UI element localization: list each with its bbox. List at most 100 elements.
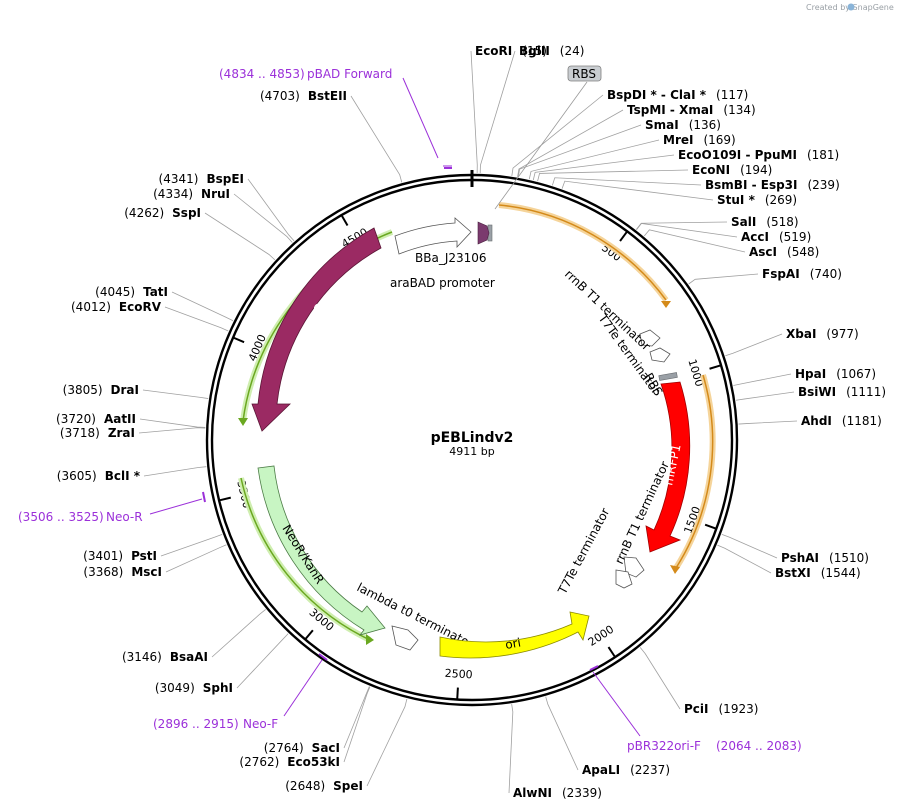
site-name: SphI (203, 681, 233, 695)
tick-4500 (341, 215, 349, 227)
site-pshai[interactable]: PshAI(1510) (721, 533, 869, 565)
site-tspmi-xmai[interactable]: TspMI - XmaI(134) (517, 103, 756, 177)
site-spei[interactable]: SpeI(2648) (285, 698, 408, 793)
primer-neo-f-name: Neo-F (243, 717, 278, 731)
site-apali[interactable]: ApaLI(2237) (545, 696, 670, 777)
orf-arc-arac-head (238, 418, 248, 426)
site-leader (643, 229, 746, 253)
arabad-promoter-arrow (394, 217, 472, 255)
site-leader (561, 180, 714, 201)
site-leader (142, 389, 209, 399)
site-bcli[interactable]: BclI *(3605) (57, 466, 207, 483)
site-econi[interactable]: EcoNI(194) (537, 163, 773, 182)
site-fspai[interactable]: FspAI(740) (688, 267, 842, 285)
site-name: SalI (731, 215, 756, 229)
site-bsmbi-esp3i[interactable]: BsmBI - Esp3I(239) (551, 177, 840, 192)
primer-neo-r[interactable]: (3506 .. 3525) Neo-R (18, 491, 206, 524)
site-zrai[interactable]: ZraI(3718) (60, 426, 206, 440)
site-position: (1923) (719, 702, 759, 716)
site-asci[interactable]: AscI(548) (643, 229, 819, 259)
site-leader (236, 633, 289, 689)
site-pcii[interactable]: PciI (1923) (639, 647, 759, 716)
feature-rbs-top[interactable]: RBS (487, 65, 602, 242)
site-tati[interactable]: TatI (4045) (95, 285, 234, 322)
site-position: (2648) (285, 779, 325, 793)
site-bsteii[interactable]: BstEII(4703) (260, 89, 403, 183)
site-leader (735, 391, 795, 401)
site-sphi[interactable]: SphI(3049) (155, 633, 289, 695)
site-bstxi[interactable]: BstXI(1544) (717, 544, 861, 580)
site-position: (4703) (260, 89, 300, 103)
primer-neo-f-mark (318, 653, 328, 661)
primer-pbr322ori-f[interactable]: pBR322ori-F (2064 .. 2083) (589, 665, 802, 753)
features: RBS BBa_J23106 araBAD promoter araC rrnB… (251, 65, 691, 659)
primer-pbr322ori-f-name: pBR322ori-F (627, 739, 701, 753)
feature-terminators-bottom[interactable]: T7Te terminator rrnB T1 terminator (555, 459, 672, 597)
site-bspei[interactable]: BspEI(4341) (159, 172, 295, 242)
site-leader (511, 94, 604, 177)
site-mrei[interactable]: MreI(169) (528, 133, 736, 180)
site-ecoo109i-ppumi[interactable]: EcoO109I - PpuMI(181) (532, 148, 839, 181)
site-alwni[interactable]: AlwNI(2339) (508, 703, 602, 800)
site-position: (181) (807, 148, 839, 162)
site-name: PstI (131, 549, 157, 563)
bba-label: BBa_J23106 (415, 251, 487, 265)
site-aatii[interactable]: AatII(3720) (56, 412, 206, 428)
rrnb1-terminator-arrow (639, 329, 661, 347)
site-xbai[interactable]: XbaI(977) (725, 327, 859, 357)
site-bglii[interactable]: BglII(24) (479, 44, 584, 174)
site-position: (4045) (95, 285, 135, 299)
site-leader (528, 139, 660, 180)
site-ecorv[interactable]: EcoRV(4012) (71, 300, 229, 332)
plasmid-length: 4911 bp (449, 445, 494, 458)
primer-neo-f[interactable]: (2896 .. 2915) Neo-F (153, 653, 328, 731)
site-nrui[interactable]: NruI(4334) (153, 187, 293, 243)
site-bspdi-clai[interactable]: BspDI * - ClaI *(117) (511, 88, 748, 177)
site-leader (508, 703, 514, 794)
site-hpai[interactable]: HpaI(1067) (733, 367, 876, 386)
backbone (205, 170, 739, 707)
site-name: BglII (519, 44, 550, 58)
site-name: TatI (143, 285, 168, 299)
site-acci[interactable]: AccI(519) (636, 223, 812, 244)
site-smai[interactable]: SmaI(136) (517, 118, 721, 178)
site-name: AccI (741, 230, 769, 244)
site-msci[interactable]: MscI(3368) (83, 544, 227, 579)
site-eco53ki[interactable]: Eco53kI(2762) (239, 686, 371, 769)
site-leader (165, 544, 227, 573)
site-position: (2237) (630, 763, 670, 777)
primer-pbad-forward[interactable]: (4834 .. 4853) pBAD Forward (219, 67, 452, 169)
site-ahdi[interactable]: AhdI(1181) (738, 414, 882, 428)
feature-arabad-promoter[interactable]: araBAD promoter (390, 217, 495, 290)
primer-pbad-forward-leader (402, 77, 452, 167)
site-bsiwi[interactable]: BsiWI(1111) (735, 385, 886, 401)
feature-bba-j23106[interactable]: BBa_J23106 (415, 221, 490, 265)
site-name: PciI (684, 702, 709, 716)
site-position: (740) (810, 267, 842, 281)
site-sspi[interactable]: SspI(4262) (124, 206, 276, 261)
site-leader (247, 178, 295, 242)
site-drai[interactable]: DraI(3805) (63, 383, 209, 399)
site-ecori[interactable]: EcoRI(15) (470, 44, 547, 174)
site-stui[interactable]: StuI *(269) (561, 180, 797, 207)
site-leader (721, 533, 778, 559)
site-name: AlwNI (513, 786, 552, 800)
site-sali[interactable]: SalI(518) (635, 215, 799, 230)
site-saci[interactable]: SacI(2764) (264, 686, 370, 755)
site-leader (545, 696, 579, 771)
feature-arac[interactable]: araC (251, 227, 382, 432)
site-leader (204, 212, 276, 261)
site-psti[interactable]: PstI(3401) (83, 533, 223, 563)
site-name: EcoNI (692, 163, 730, 177)
snapgene-credit: Created by SnapGene (806, 3, 894, 12)
feature-ori[interactable]: ori (439, 611, 590, 659)
primer-neo-f-range: (2896 .. 2915) (153, 717, 239, 731)
site-name: DraI (111, 383, 139, 397)
site-name: TspMI - XmaI (627, 103, 713, 117)
site-bsaai[interactable]: BsaAI(3146) (122, 609, 266, 664)
site-name: SacI (312, 741, 340, 755)
site-position: (1067) (836, 367, 876, 381)
feature-mrfp1[interactable]: mRFP1 (645, 381, 691, 553)
orf-arc-top (498, 204, 667, 301)
